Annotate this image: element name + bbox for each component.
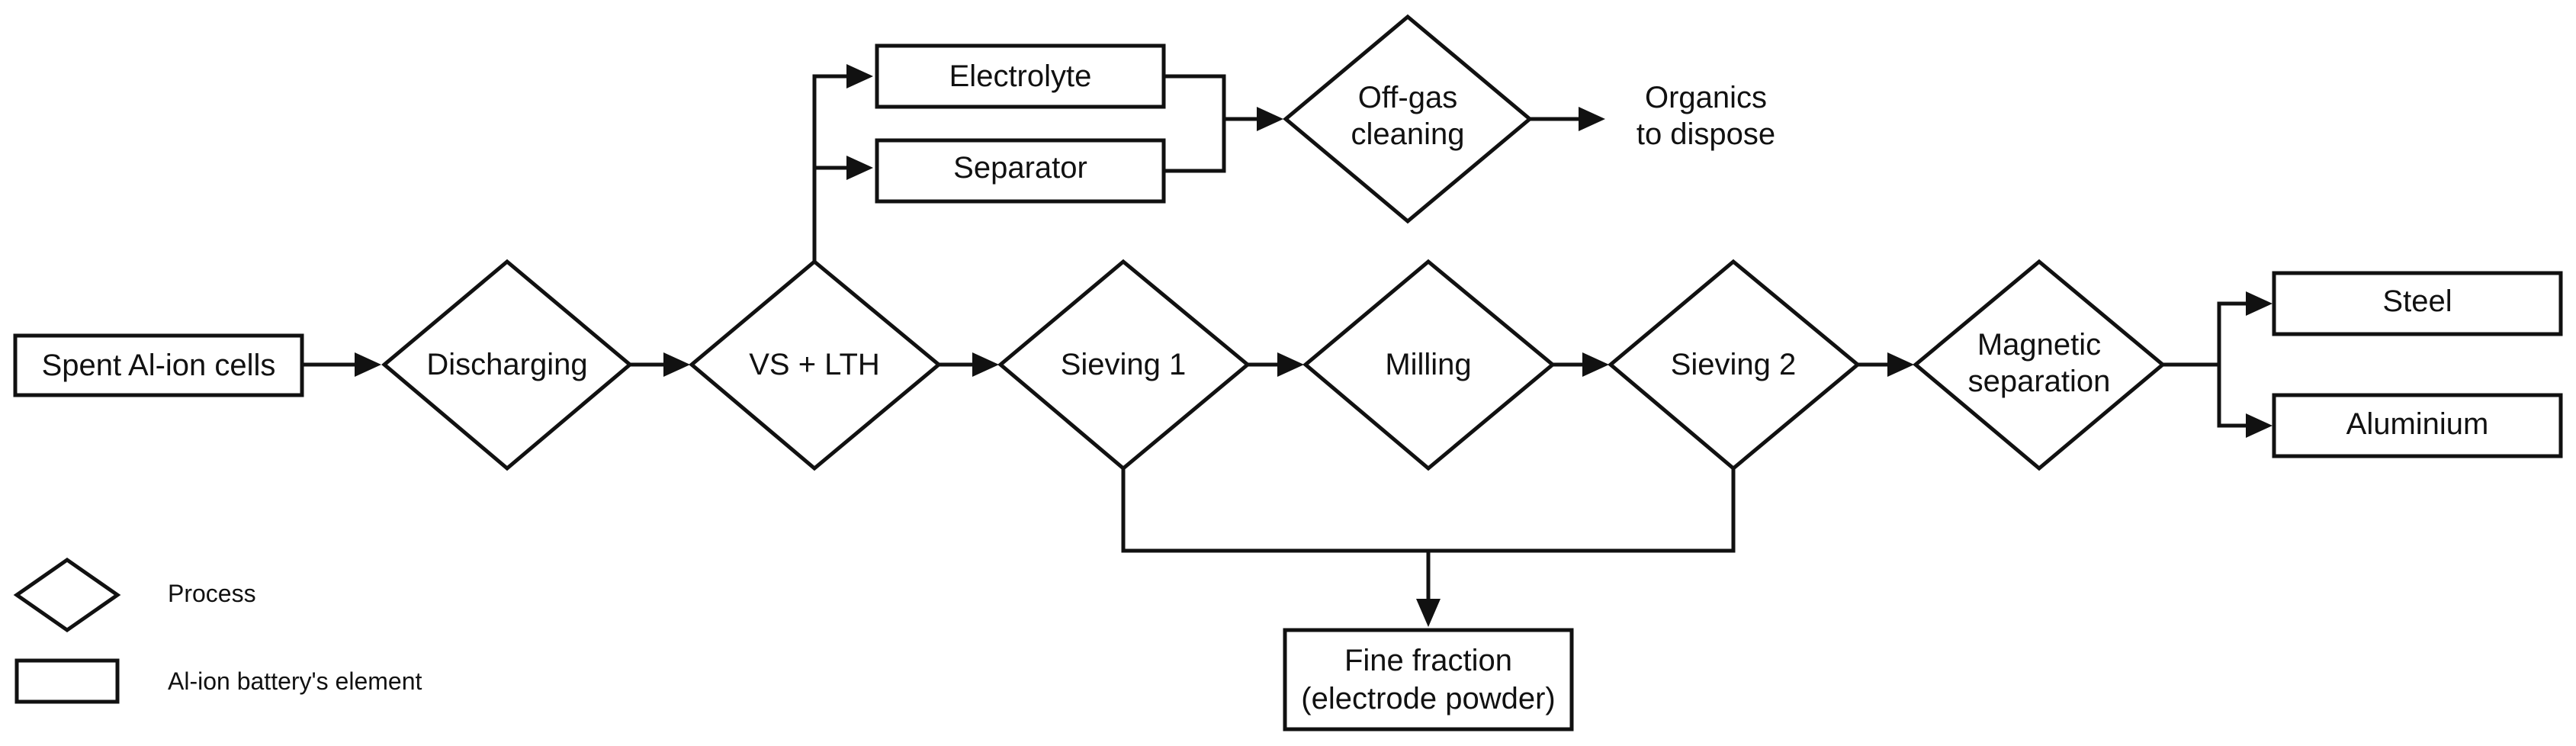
node-label: Electrolyte [949, 59, 1092, 93]
node-label: Discharging [426, 348, 587, 381]
node-aluminium: Aluminium [2272, 393, 2563, 458]
node-label-line-1: Magnetic [1977, 328, 2101, 362]
node-sieving-1: Sieving 1 [997, 259, 1251, 471]
node-off-gas-cleaning: Off-gas cleaning [1283, 14, 1533, 224]
edge-magnetic-to-steel [2163, 291, 2272, 367]
node-label-line-1: Organics [1645, 81, 1767, 114]
edge-discharging-to-vs-lth [630, 352, 690, 377]
node-separator: Separator [875, 138, 1166, 204]
node-label: Steel [2382, 285, 2452, 318]
node-steel: Steel [2272, 271, 2563, 336]
node-electrolyte: Electrolyte [875, 43, 1166, 109]
node-organics-to-dispose: Organics to dispose [1636, 81, 1775, 151]
legend-rectangle-symbol [14, 658, 120, 704]
legend-item-process: Process [13, 557, 256, 633]
edge-sieving2-to-magnetic [1858, 352, 1914, 377]
edge-spent-cells-to-discharging [302, 352, 381, 377]
node-label-line-1: Off-gas [1358, 81, 1457, 114]
edge-sieving-to-fine-fraction [1121, 468, 1736, 627]
node-label: Aluminium [2346, 407, 2489, 441]
node-label: Milling [1385, 348, 1471, 381]
edge-vs-lth-to-sieving1 [939, 352, 999, 377]
node-label: VS + LTH [749, 348, 880, 381]
legend: Process Al-ion battery's element [13, 557, 422, 704]
node-magnetic-separation: Magnetic separation [1913, 259, 2166, 471]
node-label: Sieving 1 [1061, 348, 1187, 381]
node-label-line-2: separation [1968, 365, 2111, 398]
legend-label-process: Process [168, 580, 256, 607]
node-label: Spent Al-ion cells [42, 349, 276, 382]
node-label: Sieving 2 [1671, 348, 1797, 381]
edge-milling-to-sieving2 [1553, 352, 1609, 377]
edge-vs-lth-to-separator [814, 156, 873, 180]
node-vs-lth: VS + LTH [689, 259, 942, 471]
nodes: Spent Al-ion cells Discharging VS + LTH … [13, 14, 2563, 732]
node-sieving-2: Sieving 2 [1608, 259, 1861, 471]
node-label-line-2: cleaning [1351, 117, 1464, 151]
legend-label-element: Al-ion battery's element [168, 667, 422, 695]
edge-electrolyte-separator-to-offgas [1164, 74, 1283, 173]
node-label-line-2: (electrode powder) [1301, 682, 1556, 715]
edge-offgas-to-organics [1530, 107, 1605, 131]
edge-vs-lth-to-electrolyte [812, 64, 873, 262]
node-label-line-1: Fine fraction [1344, 644, 1512, 677]
node-label: Separator [953, 151, 1087, 185]
node-discharging: Discharging [381, 259, 633, 471]
node-label-line-2: to dispose [1636, 117, 1775, 151]
edge-sieving1-to-milling [1248, 352, 1304, 377]
edge-magnetic-to-aluminium [2217, 365, 2272, 438]
node-milling: Milling [1302, 259, 1556, 471]
connectors [302, 64, 2272, 627]
node-spent-al-ion-cells: Spent Al-ion cells [13, 333, 304, 397]
node-fine-fraction: Fine fraction (electrode powder) [1283, 628, 1574, 732]
legend-item-element: Al-ion battery's element [14, 658, 422, 704]
legend-diamond-symbol [13, 557, 121, 633]
